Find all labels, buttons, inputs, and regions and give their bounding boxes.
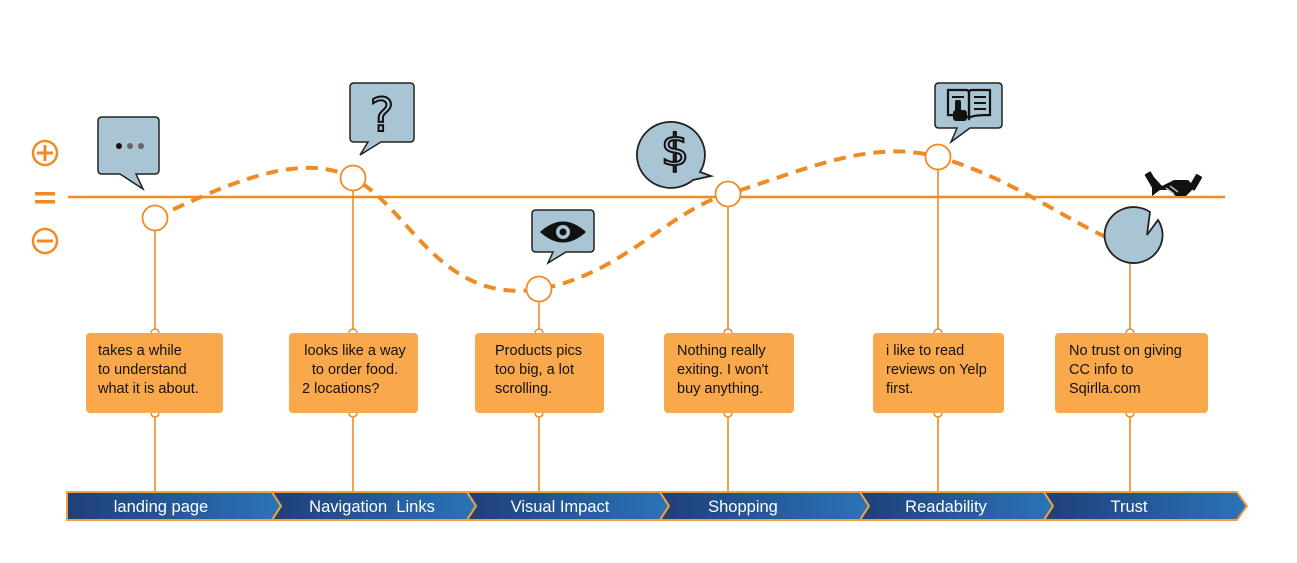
stage-chevron-6 xyxy=(1042,491,1249,521)
stage-label-shopping: Shopping xyxy=(708,498,778,516)
svg-text:?: ? xyxy=(370,88,394,142)
note-navigation-links: looks like a way to order food. 2 locati… xyxy=(289,333,418,413)
note-line: No trust on giving xyxy=(1069,343,1182,359)
note-line: CC info to xyxy=(1069,362,1134,378)
question-mark-icon: ? xyxy=(349,82,415,156)
note-line: too big, a lot xyxy=(495,362,574,378)
note-line: first. xyxy=(886,381,914,397)
stage-label-readability: Readability xyxy=(905,498,987,516)
note-line: what it is about. xyxy=(98,381,199,397)
book-pointer-icon xyxy=(934,82,1003,145)
stage-label-visual-impact: Visual Impact xyxy=(511,498,610,516)
stage-bar xyxy=(66,491,1249,521)
note-landing-page: takes a while to understand what it is a… xyxy=(86,333,223,413)
note-line: Sqirlla.com xyxy=(1069,381,1141,397)
negative-symbol-icon xyxy=(31,227,59,255)
ellipsis-icon xyxy=(97,116,160,192)
note-line: looks like a way xyxy=(304,343,406,359)
stage-label-navigation-links: Navigation Links xyxy=(309,498,435,516)
note-line: i like to read xyxy=(886,343,965,359)
note-shopping: Nothing really exiting. I won't buy anyt… xyxy=(664,333,794,413)
note-line: to order food. xyxy=(311,362,399,378)
emotion-curve xyxy=(154,149,1131,293)
eye-icon xyxy=(531,209,595,265)
positive-symbol-icon xyxy=(31,139,59,167)
note-line: Nothing really xyxy=(677,343,766,359)
note-line: buy anything. xyxy=(677,381,764,397)
note-line: scrolling. xyxy=(495,381,553,397)
stage-label-trust: Trust xyxy=(1111,498,1148,516)
dollar-icon: $ xyxy=(636,121,715,189)
note-line: to understand xyxy=(98,362,187,378)
svg-text:$: $ xyxy=(661,125,689,176)
note-line: exiting. I won't xyxy=(677,362,769,378)
note-line: takes a while xyxy=(98,343,182,359)
stage-label-landing-page: landing page xyxy=(114,498,209,516)
connector-lines xyxy=(154,170,1131,493)
neutral-symbol-icon xyxy=(35,192,55,204)
note-readability: i like to read reviews on Yelp first. xyxy=(873,333,1004,413)
note-line: Products pics xyxy=(495,343,583,359)
note-visual-impact: Products pics too big, a lot scrolling. xyxy=(475,333,604,413)
note-trust: No trust on giving CC info to Sqirlla.co… xyxy=(1055,333,1208,413)
note-line: reviews on Yelp xyxy=(886,362,987,378)
note-line: 2 locations? xyxy=(302,381,380,397)
handshake-icon xyxy=(1103,171,1203,264)
